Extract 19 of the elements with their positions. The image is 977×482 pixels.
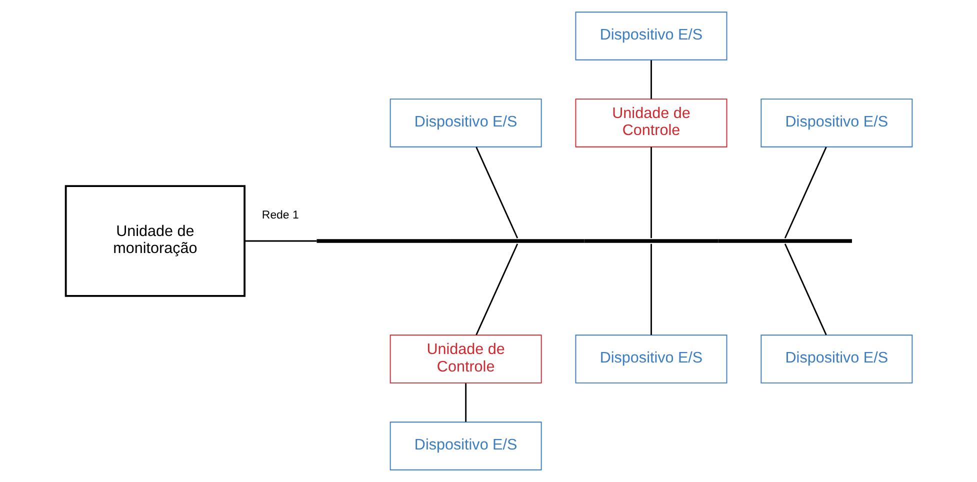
- node-box: Dispositivo E/S: [760, 98, 912, 148]
- connector: [784, 146, 826, 238]
- node-box: Unidade de monitoração: [64, 185, 246, 297]
- node-box: Unidade de Controle: [389, 334, 542, 384]
- node-box: Dispositivo E/S: [389, 422, 542, 470]
- connector: [784, 244, 826, 336]
- connector: [650, 147, 652, 238]
- node-box: Dispositivo E/S: [389, 98, 542, 148]
- connector: [650, 60, 652, 99]
- connector: [475, 146, 518, 238]
- node-box: Dispositivo E/S: [574, 334, 727, 384]
- connector: [475, 244, 518, 336]
- connector: [650, 244, 652, 335]
- node-box: Unidade de Controle: [574, 98, 727, 148]
- connector: [244, 240, 316, 242]
- node-box: Dispositivo E/S: [574, 12, 727, 60]
- node-box: Dispositivo E/S: [760, 334, 912, 384]
- edge-label: Rede 1: [261, 210, 298, 222]
- connector: [464, 383, 466, 422]
